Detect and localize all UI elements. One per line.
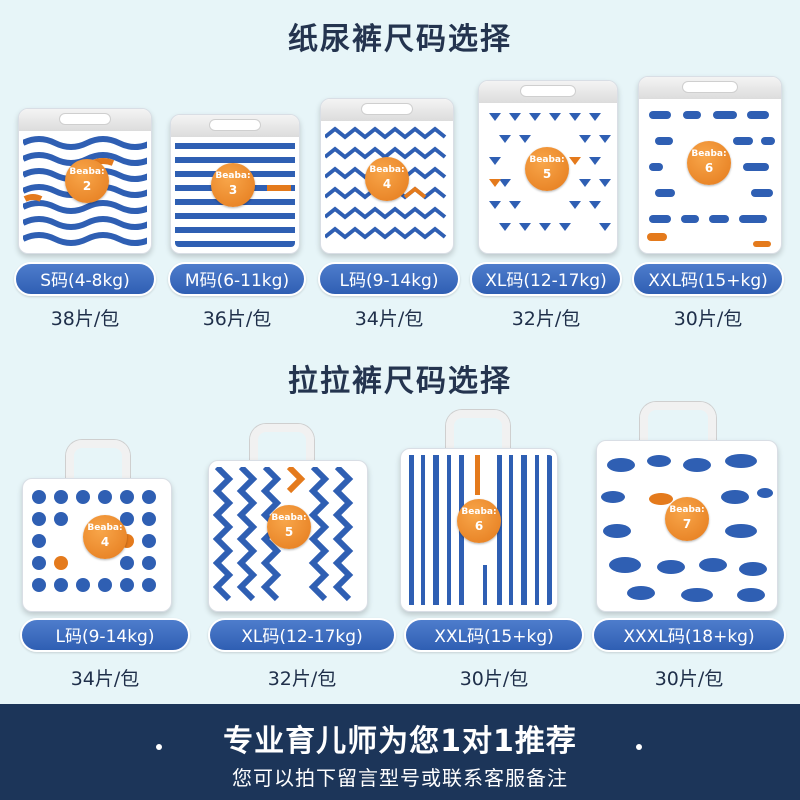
size-number: 6 — [474, 519, 484, 533]
diaper-pack-s[interactable]: Beaba: 2 — [18, 108, 152, 254]
pack-count-m: 36片/包 — [202, 308, 272, 330]
pack-count-xxl: 30片/包 — [673, 308, 743, 330]
brand-badge: Beaba: 5 — [267, 505, 311, 549]
size-pill-xl[interactable]: XL码(12-17kg) — [470, 262, 622, 296]
pack-top — [321, 99, 453, 121]
bag-handle — [446, 410, 510, 450]
size-pill-pullup-l[interactable]: L码(9-14kg) — [20, 618, 190, 652]
size-pill-pullup-xxl[interactable]: XXL码(15+kg) — [404, 618, 584, 652]
zigzag-pattern — [213, 467, 363, 605]
pack-top — [479, 81, 617, 103]
diaper-pack-l[interactable]: Beaba: 4 — [320, 98, 454, 254]
decorative-dot — [156, 744, 162, 750]
brand-badge: Beaba: 2 — [65, 159, 109, 203]
size-number: 6 — [704, 161, 714, 175]
pack-count-l: 34片/包 — [354, 308, 424, 330]
brand-name: Beaba: — [529, 155, 565, 165]
dash-pattern — [643, 101, 777, 247]
size-pill-xxl[interactable]: XXL码(15+kg) — [632, 262, 784, 296]
pullup-bag-xl[interactable]: Beaba: 5 — [208, 460, 368, 612]
pack-count-s: 38片/包 — [50, 308, 120, 330]
pullup-bag-xxl[interactable]: Beaba: 6 — [400, 448, 558, 612]
pack-count-pullup-l: 34片/包 — [70, 668, 140, 690]
size-number: 5 — [284, 525, 294, 539]
brand-name: Beaba: — [691, 149, 727, 159]
size-number: 4 — [382, 177, 392, 191]
brand-badge: Beaba: 7 — [665, 497, 709, 541]
pack-handle — [58, 113, 112, 125]
brand-badge: Beaba: 6 — [457, 499, 501, 543]
page-title-pullups: 拉拉裤尺码选择 — [288, 364, 512, 399]
diaper-pack-m[interactable]: Beaba: 3 — [170, 114, 300, 254]
brand-name: Beaba: — [271, 513, 307, 523]
size-number: 5 — [542, 167, 552, 181]
decorative-dot — [636, 744, 642, 750]
bag-handle — [250, 424, 314, 464]
footer-headline: 专业育儿师为您1对1推荐 — [223, 724, 577, 759]
pack-top — [19, 109, 151, 131]
brand-name: Beaba: — [215, 171, 251, 181]
size-pill-l[interactable]: L码(9-14kg) — [318, 262, 460, 296]
size-pill-m[interactable]: M码(6-11kg) — [168, 262, 306, 296]
pack-handle — [360, 103, 414, 115]
diaper-pack-xxl[interactable]: Beaba: 6 — [638, 76, 782, 254]
brand-badge: Beaba: 6 — [687, 141, 731, 185]
brand-badge: Beaba: 4 — [83, 515, 127, 559]
brand-badge: Beaba: 5 — [525, 147, 569, 191]
brand-name: Beaba: — [669, 505, 705, 515]
pack-count-pullup-xl: 32片/包 — [267, 668, 337, 690]
brand-badge: Beaba: 3 — [211, 163, 255, 207]
brand-name: Beaba: — [369, 165, 405, 175]
brand-name: Beaba: — [69, 167, 105, 177]
footer-banner: 专业育儿师为您1对1推荐 您可以拍下留言型号或联系客服备注 — [0, 704, 800, 800]
size-pill-pullup-xxxl[interactable]: XXXL码(18+kg) — [592, 618, 786, 652]
page-title-diapers: 纸尿裤尺码选择 — [288, 22, 512, 57]
pullup-bag-xxxl[interactable]: Beaba: 7 — [596, 440, 778, 612]
brand-name: Beaba: — [461, 507, 497, 517]
pack-handle — [209, 119, 261, 131]
bag-handle — [640, 402, 716, 444]
size-number: 4 — [100, 535, 110, 549]
pack-handle — [681, 81, 739, 93]
pullup-bag-l[interactable]: Beaba: 4 — [22, 478, 172, 612]
pack-count-pullup-xxxl: 30片/包 — [654, 668, 724, 690]
pack-handle — [520, 85, 576, 97]
pack-count-pullup-xxl: 30片/包 — [459, 668, 529, 690]
pack-count-xl: 32片/包 — [511, 308, 581, 330]
brand-name: Beaba: — [87, 523, 123, 533]
pack-top — [639, 77, 781, 99]
bag-handle — [66, 440, 130, 480]
size-pill-pullup-xl[interactable]: XL码(12-17kg) — [208, 618, 396, 652]
size-number: 7 — [682, 517, 692, 531]
size-number: 2 — [82, 179, 92, 193]
size-number: 3 — [228, 183, 238, 197]
brand-badge: Beaba: 4 — [365, 157, 409, 201]
pack-top — [171, 115, 299, 137]
footer-subline: 您可以拍下留言型号或联系客服备注 — [232, 766, 568, 790]
size-pill-s[interactable]: S码(4-8kg) — [14, 262, 156, 296]
diaper-pack-xl[interactable]: Beaba: 5 — [478, 80, 618, 254]
